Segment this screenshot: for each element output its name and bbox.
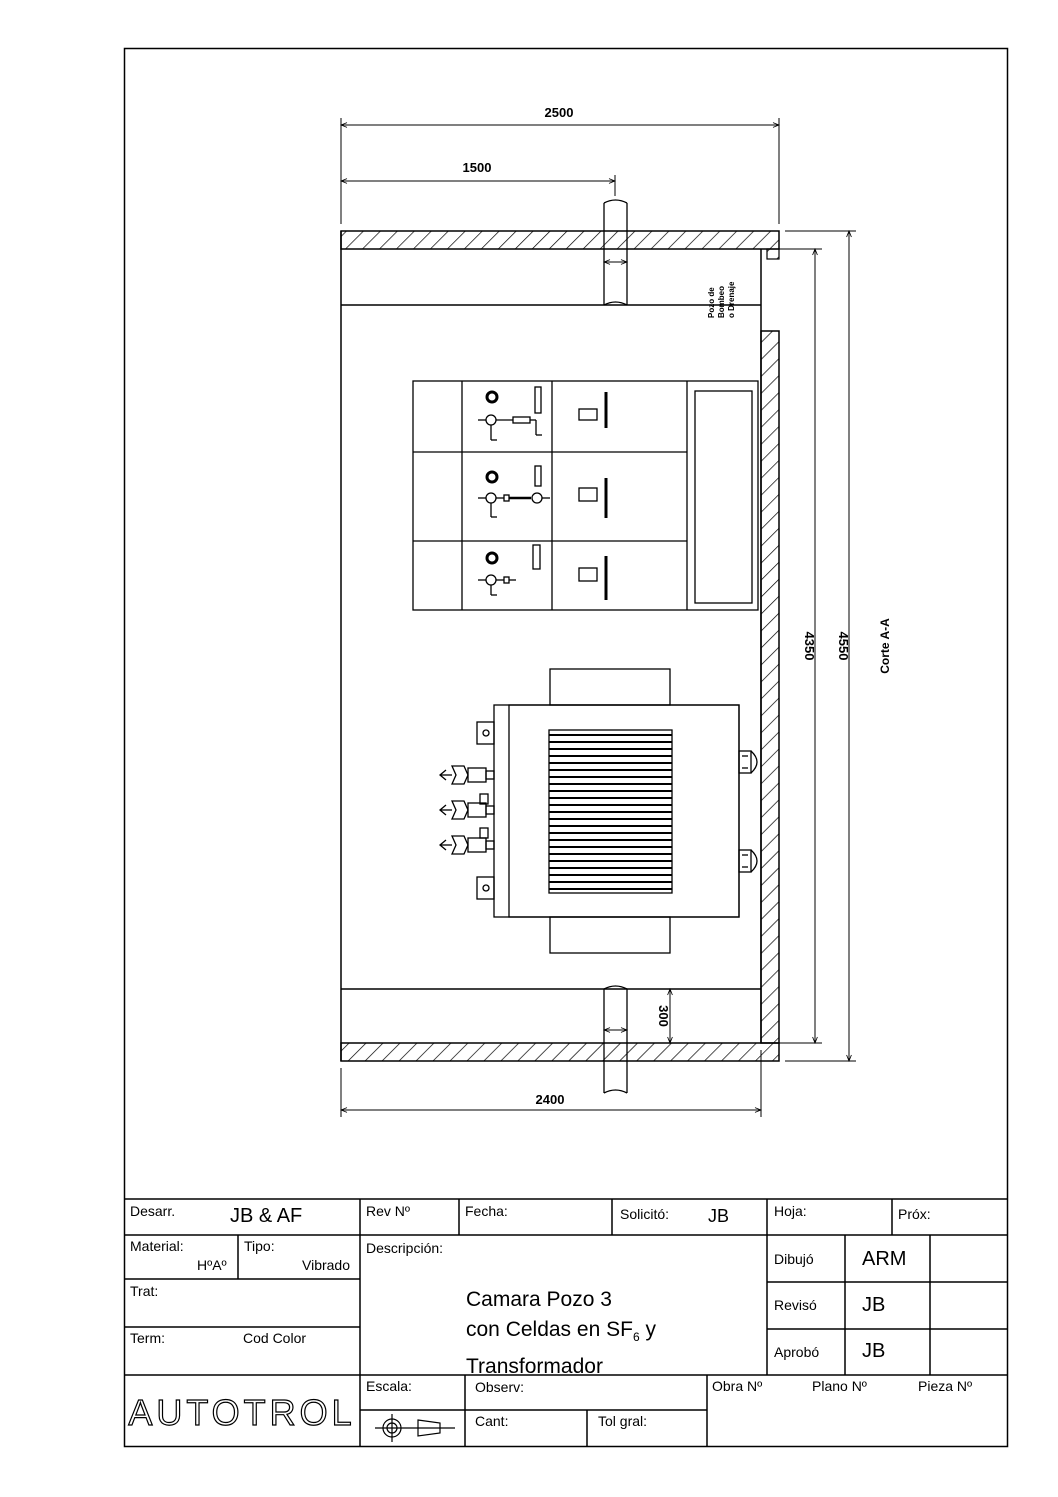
lv-terminal-2: [738, 849, 758, 873]
dim-300: 300: [656, 1005, 671, 1027]
title-block-grid: [124, 1198, 1007, 1446]
desarr-label: Desarr.: [130, 1203, 176, 1219]
tol-gral-label: Tol gral:: [598, 1413, 648, 1429]
material-label: Material:: [130, 1238, 184, 1254]
chamber-plan: Pozo de Bombeo o Drenaje: [341, 105, 892, 1117]
aprobo-label: Aprobó: [774, 1344, 820, 1360]
sheet-border: [123, 47, 1009, 1448]
hoja-label: Hoja:: [774, 1203, 807, 1219]
dim-4550: 4550: [836, 632, 851, 661]
top-pipe: [604, 199, 627, 306]
fecha-label: Fecha:: [465, 1203, 508, 1219]
solicito-label: Solicitó:: [620, 1206, 670, 1222]
descripcion-label: Descripción:: [366, 1240, 444, 1256]
dim-4350: 4350: [802, 632, 817, 661]
pieza-label: Pieza Nº: [918, 1378, 973, 1394]
lv-terminal-1: [738, 750, 758, 774]
desarr-value: JB & AF: [230, 1205, 303, 1227]
control-panel: [694, 390, 753, 604]
bottom-pipe: [604, 985, 627, 1094]
dimension-lines: [341, 118, 856, 1117]
plano-label: Plano Nº: [812, 1378, 867, 1394]
dim-2500: 2500: [545, 105, 574, 120]
cell-3-symbol: [478, 544, 608, 600]
aprobo-value: JB: [862, 1340, 886, 1362]
prox-label: Próx:: [898, 1206, 931, 1222]
observ-label: Observ:: [475, 1379, 525, 1395]
cell-1-symbol: [478, 386, 608, 441]
description: Camara Pozo 3 con Celdas en SF6 y Transf…: [466, 1285, 746, 1382]
description-line-2: con Celdas en SF6 y: [466, 1318, 656, 1345]
reviso-label: Revisó: [774, 1297, 817, 1313]
obra-label: Obra Nº: [712, 1378, 763, 1394]
cell-2-symbol: [478, 465, 608, 518]
right-wall: [760, 330, 780, 1044]
drain-label-3: o Drenaje: [727, 281, 736, 318]
right-wall-upper: [766, 248, 780, 260]
cooling-fins: [549, 734, 672, 890]
top-wall: [340, 230, 780, 250]
drain-label-1: Pozo de: [707, 287, 716, 318]
description-line-1: Camara Pozo 3: [466, 1288, 612, 1311]
company-logo: AUTOTROL: [128, 1391, 355, 1433]
section-label: Corte A-A: [878, 618, 892, 674]
reviso-value: JB: [862, 1294, 886, 1316]
material-value: HºAº: [197, 1257, 227, 1273]
rev-label: Rev Nº: [366, 1203, 411, 1219]
hv-bushing-2: [438, 793, 495, 820]
dim-1500: 1500: [463, 160, 492, 175]
dibujo-label: Dibujó: [774, 1251, 814, 1267]
tipo-label: Tipo:: [244, 1238, 275, 1254]
cant-label: Cant:: [475, 1413, 509, 1429]
bottom-wall: [340, 1042, 780, 1062]
dim-2400: 2400: [536, 1092, 565, 1107]
dibujo-value: ARM: [862, 1248, 907, 1270]
solicito-value: JB: [708, 1206, 730, 1226]
escala-label: Escala:: [366, 1378, 412, 1394]
trat-label: Trat:: [130, 1283, 159, 1299]
logo-text: AUTOTROL: [128, 1392, 355, 1433]
hv-bushing-3: [438, 827, 495, 855]
tipo-value: Vibrado: [302, 1257, 351, 1273]
drain-label-2: Bombeo: [717, 286, 726, 318]
cod-color-label: Cod Color: [243, 1330, 307, 1346]
term-label: Term:: [130, 1330, 165, 1346]
description-line-3: Transformador: [466, 1355, 603, 1379]
transformer: [438, 668, 758, 954]
sf6-switchgear: [412, 380, 759, 611]
projection-symbol-icon: [375, 1414, 455, 1442]
hv-bushing-1: [438, 765, 495, 785]
